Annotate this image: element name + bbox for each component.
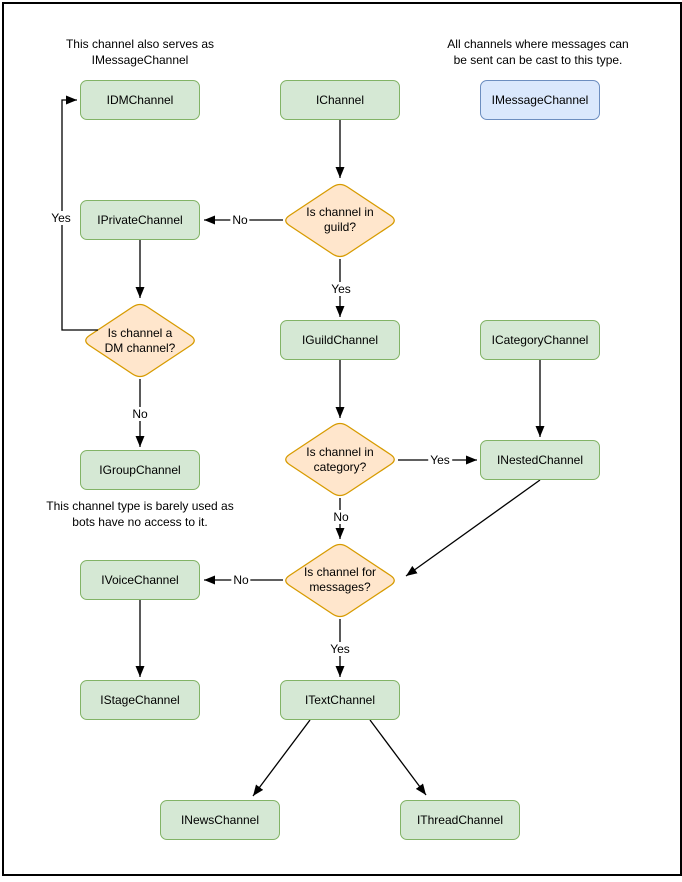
edge-itext-to-inews [252,719,311,797]
node-imessagechannel: IMessageChannel [480,80,600,120]
decision-is-dm-channel-label: Is channel a DM channel? [104,326,176,355]
decision-is-channel-in-guild-label: Is channel in guild? [306,205,374,234]
node-idmchannel: IDMChannel [80,80,200,120]
edge-label-yes-dm: Yes [49,211,73,225]
node-ivoicechannel: IVoiceChannel [80,560,200,600]
node-itextchannel: ITextChannel [280,680,400,720]
node-igroupchannel: IGroupChannel [80,450,200,490]
decision-is-channel-in-category-label: Is channel in category? [306,445,374,474]
edge-label-no-guild: No [230,213,250,227]
node-ithreadchannel: IThreadChannel [400,800,520,840]
edge-itext-to-ithread [369,719,427,796]
node-inestedchannel: INestedChannel [480,440,600,480]
note-imessage-cast: All channels where messages can be sent … [447,37,629,67]
edge-label-yes-category: Yes [428,453,452,467]
node-inewschannel: INewsChannel [160,800,280,840]
edge-inested-to-messages-decision [405,479,541,577]
edge-label-yes-guild: Yes [329,282,353,296]
node-istagechannel: IStageChannel [80,680,200,720]
decision-is-channel-for-messages-label: Is channel for messages? [303,565,377,594]
edge-label-no-category: No [331,510,351,524]
note-idm-serves-imessage: This channel also serves as IMessageChan… [65,37,215,67]
edge-label-no-messages: No [231,573,251,587]
node-iprivatechannel: IPrivateChannel [80,200,200,240]
node-iguildchannel: IGuildChannel [280,320,400,360]
node-icategorychannel: ICategoryChannel [480,320,600,360]
node-ichannel: IChannel [280,80,400,120]
note-igroup-barely-used: This channel type is barely used as bots… [46,499,234,529]
edge-label-yes-messages: Yes [328,642,352,656]
edge-label-no-dm: No [130,407,150,421]
